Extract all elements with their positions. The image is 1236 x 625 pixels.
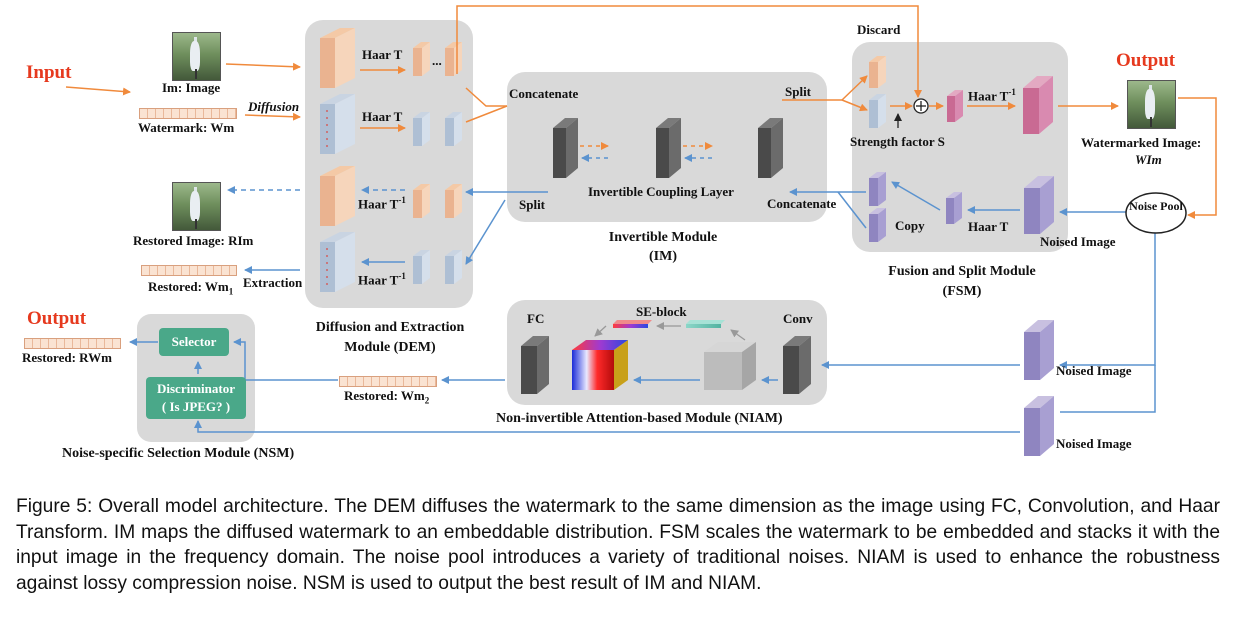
copy-label: Copy [895, 218, 925, 233]
fsm-title: Fusion and Split Module [888, 264, 1036, 279]
extraction-label: Extraction [243, 275, 303, 290]
haar-t-inv-label-1: Haar T-1 [358, 195, 406, 212]
haar-t-label-1: Haar T [362, 47, 403, 62]
discard-label: Discard [857, 22, 901, 37]
strength-label: Strength factor S [850, 134, 945, 149]
im-image-label: Im: Image [162, 80, 221, 95]
watermarked-image-label: Watermarked Image: [1081, 135, 1202, 150]
noise-pool-circle [1125, 192, 1187, 234]
haar-t-fsm-label: Haar T [968, 219, 1009, 234]
concatenate-bottom-label: Concatenate [767, 196, 837, 211]
split-top-label: Split [785, 84, 812, 99]
figure-caption: Figure 5: Overall model architecture. Th… [16, 496, 1220, 594]
dem-blocks [320, 28, 462, 292]
backward-arrows [129, 154, 1156, 433]
noised-image-label-2: Noised Image [1056, 363, 1132, 378]
output-left-label: Output [27, 308, 87, 329]
noise-pool-label: Noise Pool [1129, 199, 1183, 213]
restored-wm2-strip [339, 376, 437, 387]
haar-t-label-2: Haar T [362, 109, 403, 124]
restored-image-label: Restored Image: RIm [133, 233, 254, 248]
restored-image [172, 182, 221, 231]
watermarked-image [1127, 80, 1176, 129]
restored-wm1-label: Restored: Wm1 [148, 279, 234, 297]
noised-image-label-1: Noised Image [1040, 234, 1116, 249]
forward-arrows [65, 5, 1217, 219]
niam-blocks [521, 320, 811, 394]
wim-label: WIm [1135, 152, 1162, 167]
niam-title: Non-invertible Attention-based Module (N… [496, 411, 783, 426]
discriminator-block: Discriminator ( Is JPEG? ) [146, 377, 246, 419]
discriminator-label: Discriminator [157, 381, 235, 396]
im-title: Invertible Module [608, 230, 718, 245]
se-arrows [594, 322, 746, 341]
fsm-blocks [869, 56, 1054, 242]
im-blocks [553, 118, 783, 178]
split-bottom-label: Split [519, 197, 546, 212]
se-block-label: SE-block [636, 304, 687, 319]
haar-t-inv-fsm-label: Haar T-1 [968, 87, 1016, 104]
noised-image-blocks [1024, 320, 1054, 456]
selector-block: Selector [159, 328, 229, 356]
watermark-label: Watermark: Wm [138, 120, 235, 135]
input-image [172, 32, 221, 81]
fsm-module-bg [852, 42, 1068, 252]
fc-label: FC [527, 311, 545, 326]
im-abbr: (IM) [649, 249, 677, 264]
haar-t-inv-label-2: Haar T-1 [358, 271, 406, 288]
restored-wm2-label: Restored: Wm2 [344, 388, 430, 406]
restored-rwm-strip [24, 338, 121, 349]
diffusion-label: Diffusion [248, 99, 300, 114]
watermark-strip [139, 108, 237, 119]
dots-label: ... [432, 53, 442, 68]
nsm-title: Noise-specific Selection Module (NSM) [62, 446, 295, 461]
restored-rwm-label: Restored: RWm [22, 350, 112, 365]
architecture-diagram [65, 5, 1217, 456]
icl-label: Invertible Coupling Layer [588, 184, 734, 199]
is-jpeg-label: ( Is JPEG? ) [161, 399, 231, 414]
input-label: Input [26, 62, 72, 83]
output-top-label: Output [1116, 50, 1176, 71]
noised-image-label-3: Noised Image [1056, 436, 1132, 451]
concatenate-top-label: Concatenate [509, 86, 579, 101]
conv-label: Conv [783, 311, 813, 326]
restored-wm1-strip [141, 265, 237, 276]
dem-title-2: Module (DEM) [344, 340, 436, 355]
fsm-abbr: (FSM) [942, 284, 982, 299]
dem-title: Diffusion and Extraction [315, 320, 465, 335]
